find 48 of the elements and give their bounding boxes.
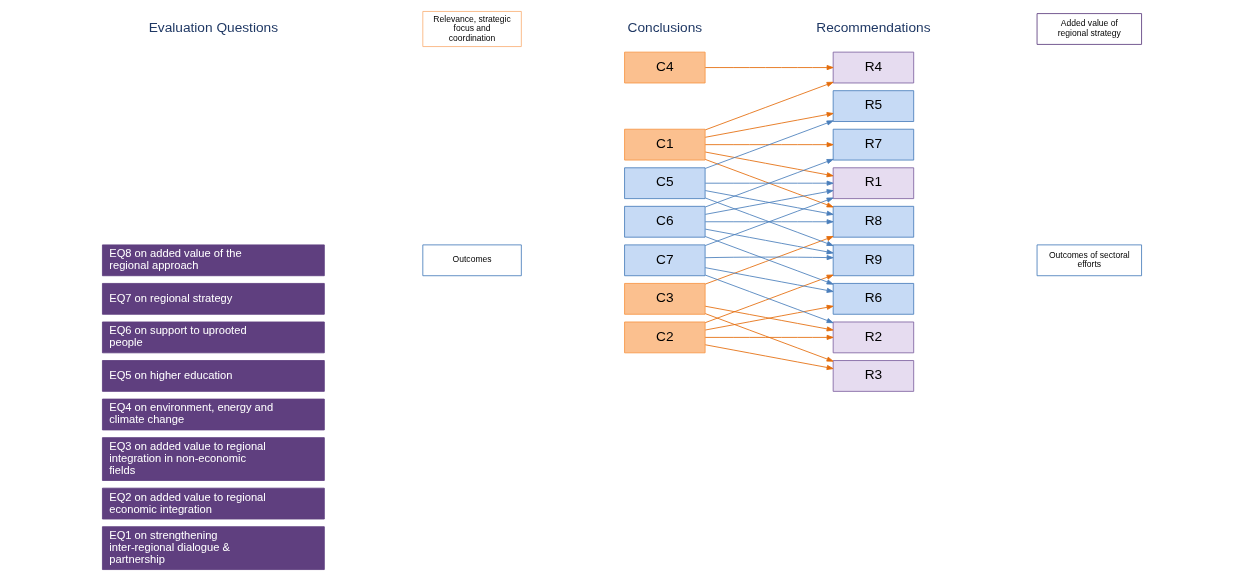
arrow [704,344,834,370]
node-box: EQ5 on higher education [102,360,325,392]
node-box: C2 [624,321,706,354]
arrow [704,219,834,225]
arrow [704,255,834,261]
arrow [704,81,834,131]
node-box: C3 [624,283,706,315]
arrow [704,228,834,255]
node-box: C5 [624,167,706,200]
node-box: R9 [832,244,915,277]
node-box: C7 [624,244,706,277]
label: Recommendations [816,20,931,36]
node-box: Outcomes of sectoral efforts [1036,244,1142,277]
node-box: Added value of regional strategy [1036,13,1142,45]
node-box: R7 [832,128,915,161]
node-box: C1 [624,128,706,161]
node-box: EQ7 on regional strategy [102,283,325,315]
node-box: EQ4 on environment, energy and climate change [102,398,325,431]
arrow [704,267,834,293]
arrow [704,274,834,324]
arrow [704,197,834,246]
node-box: Relevance, strategic focus and coordination [422,11,522,47]
node-box: EQ6 on support to uprooted people [102,321,325,354]
node-box: R5 [832,90,915,122]
label: Evaluation Questions [148,20,279,36]
node-box: R3 [832,360,915,392]
node-box: R6 [832,283,915,315]
node-box: EQ1 on strengthening inter-regional dialogue & partnership [102,526,325,570]
arrow [704,65,834,71]
node-box: EQ8 on added value of the regional approach [102,244,325,277]
arrow [704,334,834,340]
node-box: R2 [832,321,915,354]
arrow [704,180,834,186]
arrow [704,120,834,169]
node-box: C4 [624,51,706,84]
node-box: EQ2 on added value to regional economic integration [102,487,325,520]
label: Conclusions [627,20,703,36]
arrow [704,236,834,285]
node-box: Outcomes [422,244,522,277]
arrow [704,313,834,362]
arrow [704,142,834,148]
node-box: C6 [624,205,706,238]
arrow [704,112,834,138]
arrow [704,151,834,178]
node-box: R8 [832,205,915,238]
node-box: R1 [832,167,915,200]
node-box: EQ3 on added value to regional integration in non-economic fields [102,437,325,481]
node-box: R4 [832,51,915,84]
